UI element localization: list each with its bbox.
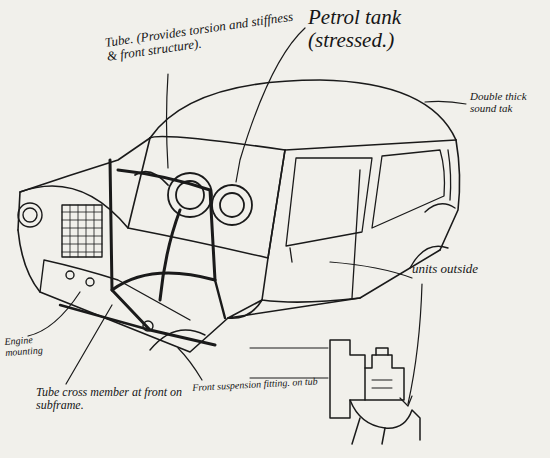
petrol-tank xyxy=(135,172,252,225)
cross-member-callout: Tube cross member at front on subframe. xyxy=(36,386,186,412)
mounting-callout: Engine mounting xyxy=(4,332,61,358)
tube-frame xyxy=(110,160,215,345)
detail-section xyxy=(365,355,404,400)
leader-lines xyxy=(408,284,422,404)
label-text: Front suspension fitting. on tub xyxy=(192,375,318,393)
front-end xyxy=(18,203,42,227)
label-text: units outside xyxy=(412,261,478,276)
body-shell xyxy=(150,80,456,140)
detail-section xyxy=(250,340,420,444)
leader-lines xyxy=(425,101,466,104)
label-text: Engine mounting xyxy=(4,334,43,358)
leader-lines xyxy=(400,396,412,406)
front-end xyxy=(66,271,74,279)
body-shell xyxy=(18,230,228,352)
tube-frame xyxy=(215,280,225,318)
detail-section xyxy=(376,348,388,355)
body-shell xyxy=(228,300,262,318)
tube-frame xyxy=(160,210,180,300)
leader-lines xyxy=(66,305,112,384)
label-text: Tube cross member at front on subframe. xyxy=(36,385,182,412)
front-end xyxy=(70,205,94,257)
petrol-tank xyxy=(135,172,168,185)
detail-section xyxy=(330,340,365,418)
leader-lines xyxy=(236,28,305,182)
leader-lines xyxy=(167,74,169,168)
label-text: Tube. (Provides torsion and stiffness & … xyxy=(104,9,294,64)
front-end xyxy=(86,278,94,286)
windows xyxy=(286,158,372,246)
tube-frame xyxy=(60,160,225,345)
windows xyxy=(352,170,360,298)
petrol-tank xyxy=(212,185,252,225)
body-shell xyxy=(18,80,460,352)
body-shell xyxy=(440,140,460,250)
front-end xyxy=(40,260,190,320)
front-end xyxy=(23,208,37,222)
detail-section xyxy=(350,400,420,440)
body-shell xyxy=(228,298,360,318)
front-end xyxy=(18,203,190,331)
body-shell xyxy=(262,150,440,302)
sound-note: Double thick sound tak xyxy=(470,90,546,114)
windows xyxy=(448,150,451,200)
leader-lines xyxy=(28,292,80,336)
leader-lines xyxy=(178,348,202,380)
front-end xyxy=(62,205,102,257)
wheel-arches xyxy=(425,204,455,212)
leader-lines xyxy=(330,262,412,278)
petrol-tank xyxy=(176,181,204,209)
body-shell xyxy=(20,138,150,192)
petrol-tank xyxy=(168,173,212,217)
label-text: Petrol tank (stressed.) xyxy=(308,5,401,52)
units-note: units outside xyxy=(412,262,522,276)
windows xyxy=(290,248,292,262)
detail-section xyxy=(250,348,328,378)
detail-section xyxy=(372,380,392,388)
body-shell xyxy=(128,138,285,258)
front-end xyxy=(62,212,102,252)
label-text: Double thick sound tak xyxy=(470,90,527,114)
body-shell xyxy=(150,137,456,151)
tank-callout: Petrol tank (stressed.) xyxy=(308,6,458,52)
windows xyxy=(372,150,445,228)
suspension-callout: Front suspension fitting. on tub xyxy=(192,375,322,393)
petrol-tank xyxy=(220,193,244,217)
tube-callout: Tube. (Provides torsion and stiffness & … xyxy=(104,10,296,65)
detail-section xyxy=(352,418,385,444)
leader-lines xyxy=(28,28,466,406)
